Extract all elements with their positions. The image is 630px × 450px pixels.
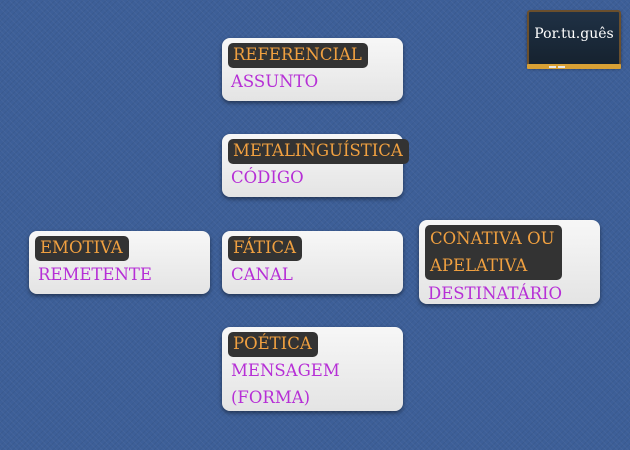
- chalk-icon: [549, 66, 556, 68]
- function-label: EMOTIVA: [35, 236, 129, 261]
- element-label: DESTINATÁRIO: [428, 284, 563, 303]
- card-conativa: CONATIVA OU APELATIVA DESTINATÁRIO: [419, 220, 600, 304]
- logo-text: Por.tu.guês: [534, 26, 614, 42]
- element-label: REMETENTE: [38, 265, 152, 284]
- function-label: POÉTICA: [228, 332, 318, 357]
- chalk-icon: [558, 66, 565, 68]
- function-label: CONATIVA OU APELATIVA: [425, 225, 562, 280]
- element-label: CANAL: [231, 265, 293, 284]
- function-label-line: CONATIVA OU: [430, 229, 555, 248]
- card-metalinguistica: METALINGUÍSTICA CÓDIGO: [222, 134, 409, 197]
- element-label-line: MENSAGEM: [231, 361, 340, 380]
- element-label-line: (FORMA): [231, 388, 311, 407]
- function-label: FÁTICA: [228, 236, 303, 261]
- card-emotiva: EMOTIVA REMETENTE: [29, 231, 210, 294]
- card-fatica: FÁTICA CANAL: [222, 231, 403, 294]
- element-label: ASSUNTO: [231, 72, 319, 91]
- element-label: MENSAGEM (FORMA): [228, 357, 397, 411]
- function-label: REFERENCIAL: [228, 43, 368, 68]
- card-poetica: POÉTICA MENSAGEM (FORMA): [222, 327, 403, 411]
- element-label: CÓDIGO: [231, 168, 304, 187]
- function-label: METALINGUÍSTICA: [228, 139, 409, 164]
- chalkboard-ledge: [527, 64, 621, 69]
- portugues-logo-badge: Por.tu.guês: [527, 10, 621, 69]
- function-label-line: APELATIVA: [430, 256, 528, 275]
- card-referencial: REFERENCIAL ASSUNTO: [222, 38, 403, 101]
